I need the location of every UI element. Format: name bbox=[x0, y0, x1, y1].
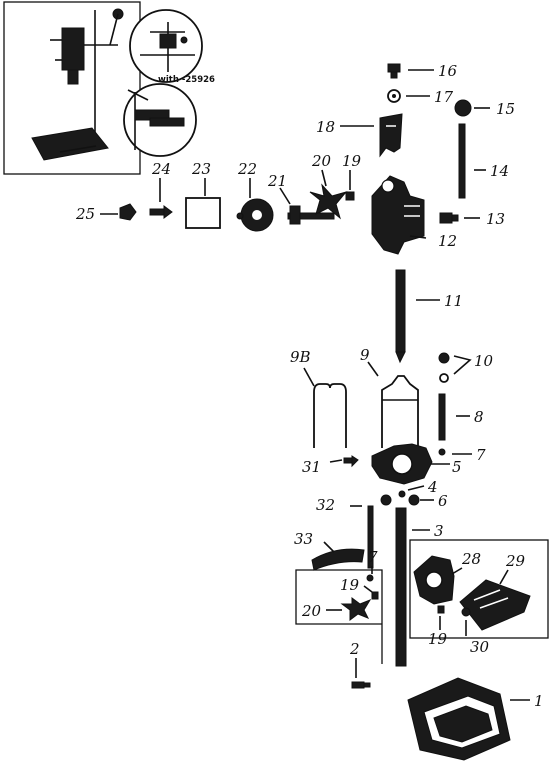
callout-5: 5 bbox=[452, 458, 462, 476]
part-18-bracket bbox=[379, 113, 403, 158]
part-8-pin bbox=[438, 393, 446, 441]
callout-29: 29 bbox=[505, 552, 526, 570]
callout-7-upper: 7 bbox=[476, 446, 486, 464]
part-10-nuts bbox=[438, 352, 450, 383]
part-9-sleeve bbox=[381, 375, 419, 448]
part-19-key-lower bbox=[437, 605, 445, 614]
part-19-key bbox=[345, 191, 355, 201]
callout-9: 9 bbox=[360, 346, 370, 364]
callout-11: 11 bbox=[444, 292, 463, 310]
part-31-screw bbox=[343, 455, 359, 468]
callout-25: 25 bbox=[75, 205, 95, 223]
part-11-rod bbox=[395, 269, 406, 364]
callout-19-lower: 19 bbox=[428, 630, 448, 648]
part-30-pin bbox=[461, 607, 471, 617]
part-2-bolt bbox=[351, 681, 371, 689]
part-19-key-middle bbox=[371, 591, 379, 600]
callout-3: 3 bbox=[434, 522, 444, 540]
part-33-clamp bbox=[311, 548, 365, 571]
callout-17: 17 bbox=[434, 88, 454, 106]
callout-24: 24 bbox=[151, 160, 171, 178]
part-20-star-knob bbox=[309, 183, 348, 220]
callout-1: 1 bbox=[534, 692, 544, 710]
callout-13: 13 bbox=[486, 210, 505, 228]
callout-31: 31 bbox=[302, 458, 321, 476]
part-32-rod bbox=[367, 505, 374, 569]
callout-14: 14 bbox=[490, 162, 509, 180]
callout-8: 8 bbox=[474, 408, 484, 426]
callout-labels: 25 24 23 22 21 20 19 12 13 14 15 16 17 1… bbox=[75, 62, 544, 710]
callout-10: 10 bbox=[474, 352, 494, 370]
part-5-collar bbox=[371, 443, 433, 485]
callout-2: 2 bbox=[349, 640, 360, 658]
part-9b-spring-clip bbox=[313, 383, 347, 448]
inset-drill-stand-view: with -25926 bbox=[3, 1, 215, 175]
part-17-washer bbox=[387, 89, 401, 103]
part-12-head-casting bbox=[371, 175, 425, 255]
part-22-knob bbox=[236, 198, 274, 232]
callout-23: 23 bbox=[191, 160, 211, 178]
callout-22: 22 bbox=[237, 160, 257, 178]
callout-19-top: 19 bbox=[342, 152, 362, 170]
callout-12: 12 bbox=[438, 232, 457, 250]
callout-9b: 9B bbox=[290, 348, 311, 366]
part-4-ball bbox=[398, 490, 406, 498]
part-21-shaft bbox=[287, 205, 335, 225]
part-25-nut bbox=[119, 203, 137, 221]
part-16-screw bbox=[387, 63, 401, 79]
part-7-small-ball-upper bbox=[438, 448, 446, 456]
part-29-plate bbox=[459, 579, 531, 631]
callout-19-middle: 19 bbox=[340, 576, 360, 594]
part-6-balls bbox=[380, 494, 420, 506]
callout-16: 16 bbox=[438, 62, 458, 80]
part-7-ball-lower bbox=[366, 574, 374, 582]
callout-28: 28 bbox=[461, 550, 481, 568]
part-13-screw bbox=[439, 212, 459, 224]
part-23-plate bbox=[185, 197, 221, 229]
callout-18: 18 bbox=[316, 118, 335, 136]
subassembly-box bbox=[295, 539, 549, 664]
part-15-ball-knob bbox=[454, 99, 472, 117]
callout-21: 21 bbox=[267, 172, 287, 190]
callout-4: 4 bbox=[427, 478, 438, 496]
inset-note-label: with -25926 bbox=[158, 75, 215, 85]
part-28-bracket bbox=[413, 555, 455, 605]
part-20-star-knob-lower bbox=[340, 597, 372, 621]
callout-20-top: 20 bbox=[311, 152, 332, 170]
callout-6: 6 bbox=[438, 492, 448, 510]
callout-7-lower: 7 bbox=[368, 548, 378, 566]
part-24-screw bbox=[149, 205, 173, 219]
callout-32: 32 bbox=[316, 496, 335, 514]
part-1-base bbox=[407, 677, 511, 761]
callout-33: 33 bbox=[294, 530, 313, 548]
callout-15: 15 bbox=[496, 100, 515, 118]
part-14-rod bbox=[458, 123, 466, 199]
callout-30: 30 bbox=[470, 638, 490, 656]
callout-20-lower: 20 bbox=[301, 602, 322, 620]
callout-leaders bbox=[100, 69, 530, 701]
part-3-column bbox=[395, 507, 407, 667]
